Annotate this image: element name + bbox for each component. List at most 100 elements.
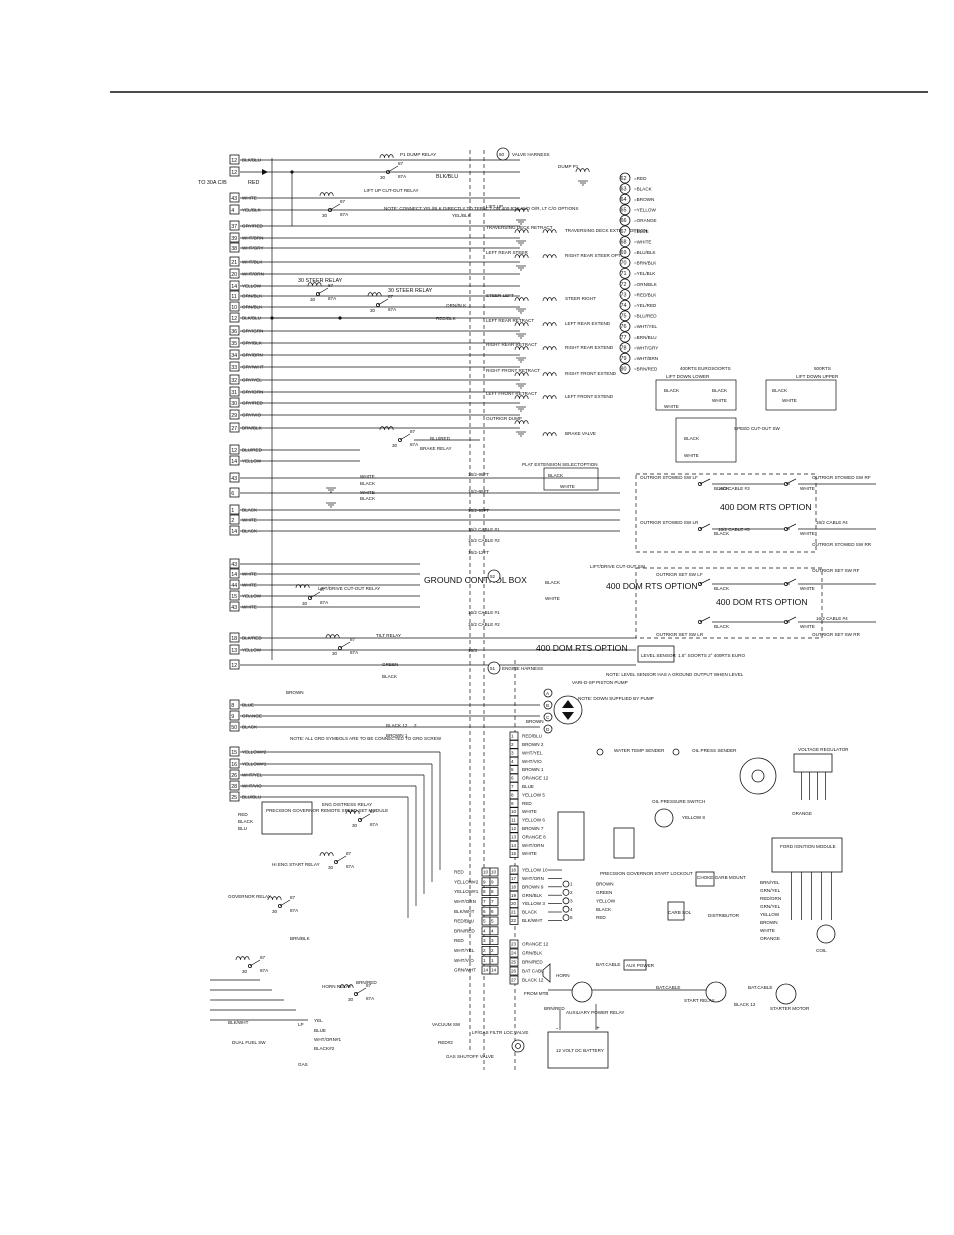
outrigger-wire-label: WHITE	[800, 486, 815, 491]
relay-pin-87a: 87A	[340, 212, 349, 217]
relay-pin-87a: 87A	[398, 174, 407, 179]
ign-wire-label: ORANGE	[760, 936, 780, 941]
lockout-module	[557, 811, 585, 861]
precision-lockout-label: PRECISION GOVERNOR START LOCKOUT	[600, 871, 693, 876]
harness-right-pin-8	[509, 790, 519, 800]
solenoid-coil-symbol	[307, 282, 322, 287]
outrigr-set-lf: OUTRIGR SET SW LF	[656, 572, 703, 577]
plat-ext-label: PLAT EXTENSION SELECT	[522, 462, 580, 467]
terminal-number: 11	[231, 294, 237, 300]
harness-right-pin-5	[509, 765, 519, 774]
harness-pin-num: 9	[483, 879, 486, 884]
ign-wire-label: YELLOW	[760, 912, 780, 917]
brown-wire: BROWN	[286, 690, 304, 695]
oil-press-switch-label: OIL PRESSURE SWITCH	[652, 799, 705, 804]
terminal-number: 39	[231, 236, 237, 242]
harness-lower-wire: YELLOW 10	[522, 868, 548, 873]
left-terminal-33	[229, 361, 240, 372]
terminal-number: 12	[231, 448, 237, 454]
legend-number: 71	[621, 271, 627, 277]
cable-2-b: 16/2 CABLE #2	[468, 622, 500, 627]
harness-right-wire: BROWN 7	[522, 826, 544, 831]
terminal-number: 21	[231, 260, 237, 266]
terminal-number: 18	[231, 636, 237, 642]
relay-pin-30: 30	[352, 823, 358, 828]
harness-left-wire: RED	[454, 938, 464, 943]
gov-terminal-26	[229, 769, 240, 780]
ldu-black: BLACK	[772, 388, 788, 393]
mid-terminal-2	[229, 514, 240, 525]
legend-badge-62	[619, 172, 631, 184]
harness-lower-pin-21	[509, 907, 519, 917]
relay-arm	[377, 298, 389, 306]
oil-press-sender-label: OIL PRESS SENDER	[692, 748, 737, 753]
bat-cable-2: BAT.CABLE	[656, 985, 680, 990]
pump-terminal-50	[229, 721, 240, 732]
relay-pin-30: 30	[328, 865, 334, 870]
legend-number: 74	[621, 303, 627, 309]
relay-pin-87a: 87A	[328, 296, 337, 301]
valve-left-label: RIGHT FRONT RETRACT	[486, 368, 540, 373]
legend-number: 65	[621, 208, 627, 214]
legend-color: =YEL/RED	[634, 303, 657, 308]
black-12-label: BLACK 12	[386, 723, 408, 728]
legend-badge-63	[619, 183, 631, 195]
pump-c: C	[546, 715, 550, 720]
cable-95ft-1: 16/2-95FT	[468, 472, 489, 477]
valve-harness-callout	[496, 147, 510, 161]
terminal-number: 14	[231, 529, 237, 535]
plat-white: WHITE	[360, 474, 375, 479]
legend-number: 69	[621, 250, 627, 256]
left-terminal-4	[229, 204, 240, 215]
left-terminal-20	[229, 268, 240, 279]
harness-left-wire: RED/BLU	[454, 919, 474, 924]
relay-pin-87: 87	[370, 809, 376, 814]
harness-lower-num: 19	[511, 893, 517, 898]
harness-bottom-wire: BRN/RED	[522, 960, 543, 965]
wire-color-legend: 62=RED63=BLACK64=BROWN65=YELLOW66=ORANGE…	[619, 172, 658, 375]
aux-relay-label: AUXILIARY POWER RELAY	[566, 1010, 624, 1015]
legend-badge-69	[619, 246, 631, 258]
outrigger-option-frame	[635, 473, 817, 553]
harness-pin-mate	[489, 955, 499, 965]
horn-relay-label: HORN RELAY	[322, 984, 352, 989]
legend-number: 62	[621, 176, 627, 182]
legend-number: 72	[621, 282, 627, 288]
legend-badge-79	[619, 352, 631, 364]
terminal-number: 36	[231, 329, 237, 335]
level-sensor-label: LEVEL SENSOR	[641, 653, 676, 658]
horn-symbol	[542, 963, 551, 983]
lower-terminal-43	[229, 558, 240, 569]
solenoid-coil-symbol	[514, 372, 529, 377]
solenoid-coil-symbol	[514, 420, 529, 425]
relay-pin-87: 87	[346, 851, 352, 856]
terminal-number: 35	[231, 341, 237, 347]
dom-rts-option-1: 400 DOM RTS OPTION	[720, 502, 812, 512]
orange-label: ORANGE	[792, 811, 812, 816]
solenoid-coil-symbol	[514, 395, 529, 400]
terminal-number: 1	[231, 508, 234, 514]
cable-95ft-3: 16/2-95FT	[468, 508, 489, 513]
outrigger-option-frame	[635, 567, 823, 639]
harness-right-wire: WHITE	[522, 851, 537, 856]
left-terminal-32	[229, 374, 240, 385]
cable-6-label: 16/2 CABLE #4	[816, 616, 848, 621]
harness-right-num: 9	[511, 801, 514, 806]
harness-pin-mate	[489, 867, 499, 877]
legend-badge-78	[619, 342, 631, 354]
terminal-number: 43	[231, 562, 237, 568]
relay-arm	[359, 813, 371, 821]
mid-terminal-1	[229, 504, 240, 515]
steer-relay-2-label: 30 STEER RELAY	[388, 288, 433, 294]
harness-right-pin-6	[509, 773, 519, 783]
harness-right-wire: BROWN 2	[522, 742, 544, 747]
ford-module-box	[771, 837, 843, 873]
harness-pin-num: 6	[483, 909, 486, 914]
valve-left-label: STEER LEFT	[486, 293, 514, 298]
harness-lower-wire: BLK/WHT	[522, 918, 543, 923]
outrigger-wire-label: BLACK	[714, 486, 730, 491]
oil-switch-symbol	[654, 808, 674, 828]
harness-bottom-wire: BLACK 12	[522, 978, 544, 983]
ign-wire-label: GRN/YEL	[760, 904, 781, 909]
